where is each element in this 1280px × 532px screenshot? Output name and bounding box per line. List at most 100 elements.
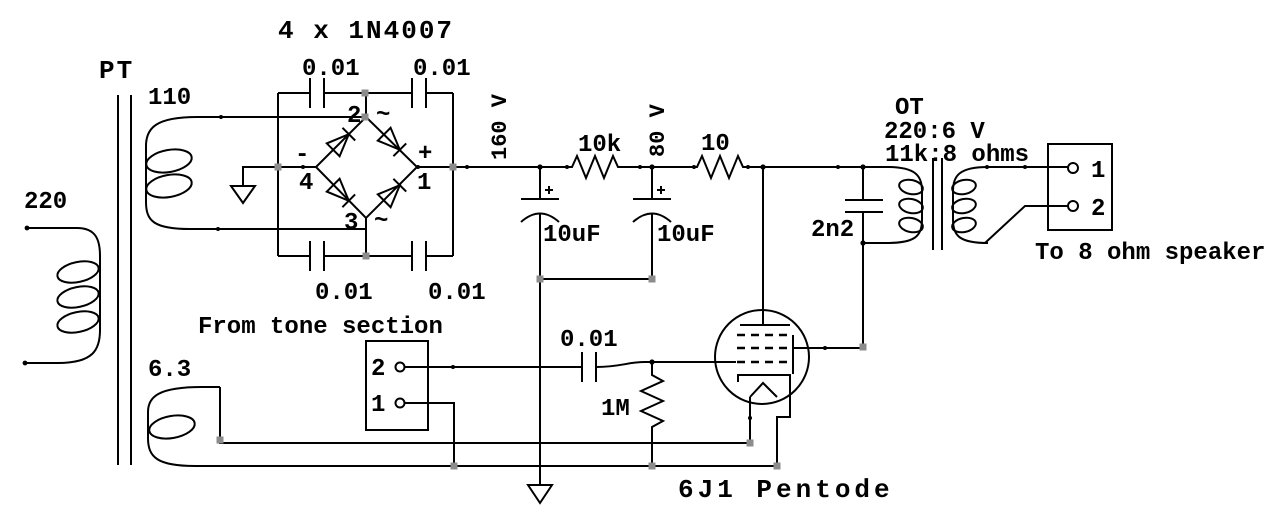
wire-tick xyxy=(692,165,696,169)
label-bridge-pin3: 3 xyxy=(344,210,358,237)
ot-secondary-loops xyxy=(951,178,977,234)
wire-tick xyxy=(823,346,827,350)
label-bridge-plus: + xyxy=(418,141,432,168)
wire-tick xyxy=(451,365,455,369)
tone-terminal-1-wire xyxy=(404,402,455,466)
junction-square xyxy=(648,275,656,283)
grid-wire xyxy=(595,361,736,368)
label-bridge-ac-bottom: ~ xyxy=(374,208,388,235)
label-coupling-cap: 0.01 xyxy=(560,327,618,354)
wire-tick xyxy=(22,360,28,366)
label-speaker-terminal-1: 1 xyxy=(1091,158,1105,185)
bridge-diamond xyxy=(278,93,453,256)
label-bridge-pin1: 1 xyxy=(417,170,431,197)
labels: 4 x 1N4007 PT 110 220 6.3 2 ~ - 4 + 1 3 … xyxy=(24,16,1265,505)
power-transformer xyxy=(25,95,366,467)
tone-connector-box xyxy=(365,340,429,431)
junction-square xyxy=(773,462,781,470)
pt-primary-winding xyxy=(25,227,101,364)
label-rectifier-title: 4 x 1N4007 xyxy=(278,16,454,46)
speaker-terminal-2 xyxy=(1067,200,1079,212)
junction-square xyxy=(746,439,754,447)
pt-110-loops xyxy=(145,148,193,199)
label-tone-section: From tone section xyxy=(198,314,443,341)
label-grid-resistor: 1M xyxy=(601,396,630,423)
wire-tick xyxy=(301,165,305,169)
ot-primary-loops xyxy=(898,178,924,234)
cap-straight-plate xyxy=(521,167,559,200)
junction-markers xyxy=(22,89,1027,470)
label-filter-cap-1: 10uF xyxy=(543,222,601,249)
snubber-cap-plates xyxy=(309,78,427,271)
bridge-rectifier xyxy=(229,78,454,271)
label-resistor-10: 10 xyxy=(701,131,730,158)
junction-square xyxy=(859,343,867,351)
tube-grids xyxy=(737,333,791,364)
junction-square xyxy=(450,462,458,470)
label-snubber-cap-1: 0.01 xyxy=(302,56,360,83)
coil-loop xyxy=(951,216,977,234)
b-plus-wire-with-resistors xyxy=(453,153,887,181)
coil-loop xyxy=(56,260,100,284)
coil-loop xyxy=(148,414,196,440)
grid-stage xyxy=(581,352,736,466)
wire-tick xyxy=(836,165,840,169)
coil-loop xyxy=(898,197,924,215)
coil-loop xyxy=(145,173,193,199)
diode-bar xyxy=(392,142,407,157)
speaker-terminal-1 xyxy=(1067,162,1079,174)
output-stage xyxy=(845,143,1113,347)
wire-tick xyxy=(416,165,420,169)
wire-tick xyxy=(638,165,642,169)
diode-bar xyxy=(341,127,356,142)
tube-filament xyxy=(749,381,778,443)
diode-4-to-3 xyxy=(325,177,356,208)
ot-core xyxy=(932,158,943,250)
bridge-ground-symbol xyxy=(229,185,257,205)
junction-square xyxy=(216,436,224,444)
label-snubber-2n2: 2n2 xyxy=(811,217,854,244)
label-speaker-terminal-2: 2 xyxy=(1091,196,1105,223)
label-speaker-note: To 8 ohm speaker xyxy=(1035,240,1265,267)
tube-cathode xyxy=(737,374,791,466)
diode-2-to-1 xyxy=(376,126,407,157)
wire-tick xyxy=(216,227,220,231)
label-bridge-pin2: 2 xyxy=(347,103,361,130)
coil-loop xyxy=(56,310,100,334)
label-screen-voltage: 80 V xyxy=(646,103,671,157)
cap-straight-plate xyxy=(633,167,671,200)
label-snubber-cap-3: 0.01 xyxy=(315,280,373,307)
junction-dot xyxy=(537,164,543,170)
label-tube: 6J1 Pentode xyxy=(678,475,894,505)
junction-dot xyxy=(860,240,866,246)
label-bridge-ac-top: ~ xyxy=(376,102,390,129)
supply-line xyxy=(453,153,887,505)
coil-loop xyxy=(951,178,977,196)
wire-tick xyxy=(1023,165,1027,169)
label-tone-terminal-2: 2 xyxy=(371,356,385,383)
junction-square xyxy=(274,163,282,171)
coupling-cap-plates xyxy=(581,352,597,382)
label-b-plus-voltage: 160 V xyxy=(488,93,513,160)
wire-tick xyxy=(748,416,752,420)
label-winding-63: 6.3 xyxy=(148,357,191,384)
wire-tick xyxy=(565,165,569,169)
junction-square xyxy=(449,163,457,171)
bridge-ground-wire xyxy=(242,166,278,186)
tube-plate xyxy=(740,167,790,326)
cap-plates xyxy=(845,199,883,213)
wire-tick xyxy=(465,165,469,169)
secondary-bottom-wire xyxy=(982,205,1068,244)
polarity-plus-mark xyxy=(657,186,665,194)
label-resistor-10k: 10k xyxy=(578,132,621,159)
label-ot-impedance-ratio: 11k:8 ohms xyxy=(885,142,1029,169)
diode-4-to-2 xyxy=(325,127,356,158)
main-ground-symbol xyxy=(526,484,554,505)
filter-cap-1 xyxy=(520,167,560,485)
pt-core xyxy=(117,95,132,465)
coil-loop xyxy=(145,148,193,174)
speaker-connector-box xyxy=(1047,143,1113,231)
junction-dot xyxy=(649,164,655,170)
junction-square xyxy=(648,462,656,470)
